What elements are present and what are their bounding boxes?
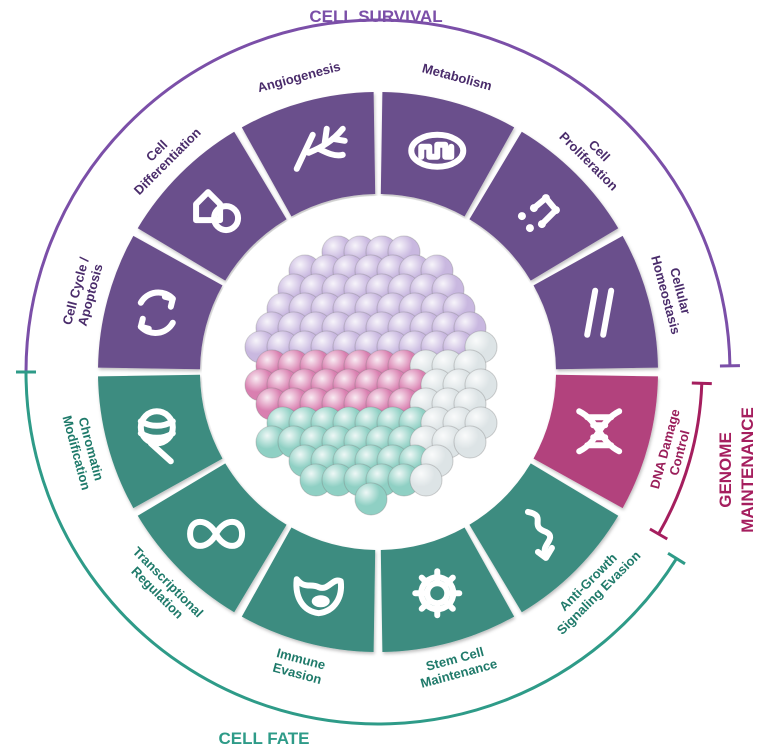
icon-stroke — [321, 125, 330, 146]
icon-stroke — [418, 141, 455, 160]
label-angiogenesis: Angiogenesis — [256, 59, 342, 96]
tumor-cell-highlight — [454, 426, 486, 458]
icon-stroke — [576, 408, 623, 455]
branching-vessel-icon — [293, 125, 348, 172]
tumor-cell-highlight — [388, 464, 420, 496]
segment-label-line: Metabolism — [421, 60, 494, 93]
tumor-cell-highlight — [256, 426, 288, 458]
genome-maintenance-bracket — [657, 383, 704, 535]
icon-stroke — [193, 189, 224, 224]
icon-shape — [424, 580, 451, 607]
segment-angiogenesis — [241, 92, 376, 217]
icon-stroke — [137, 430, 176, 441]
chromatin-icon — [137, 408, 176, 465]
icon-stroke — [147, 440, 174, 465]
icon-shape — [408, 131, 467, 170]
icon-stroke — [584, 414, 615, 449]
genome-title-line2: MAINTENANCE — [738, 407, 757, 533]
tumor-cell-highlight — [300, 464, 332, 496]
icon-shape — [211, 203, 242, 234]
parallel-lines-icon — [584, 287, 615, 338]
icon-stroke — [530, 195, 559, 228]
segment-cell-cycle-apoptosis — [98, 235, 223, 370]
immune-cell-icon — [293, 576, 345, 617]
tumor-cell-highlight — [355, 483, 387, 515]
cycle-arrows-icon — [137, 289, 176, 336]
section-brackets — [16, 18, 740, 726]
label-metabolism: Metabolism — [421, 60, 494, 93]
icon-stroke — [584, 287, 599, 338]
segment-transcriptional-regulation — [137, 463, 287, 613]
infinity-icon — [187, 518, 246, 549]
icon-stroke — [161, 293, 176, 310]
segment-metabolism — [380, 92, 515, 217]
segment-cell-differentiation — [137, 131, 287, 281]
segment-tile — [469, 463, 619, 613]
segment-cell-proliferation — [469, 131, 619, 281]
bracket-tick — [691, 381, 712, 386]
cell-fate-bracket — [24, 371, 678, 726]
icon-shape — [418, 574, 457, 613]
icon-stroke — [600, 287, 615, 338]
segment-tile — [98, 235, 223, 370]
squiggle-arrow-icon — [524, 508, 555, 561]
icon-shape — [525, 224, 534, 233]
shapes-icon — [193, 189, 242, 234]
segment-label-line: Angiogenesis — [256, 59, 342, 96]
mitochondrion-icon — [408, 131, 467, 170]
segment-tile — [241, 527, 376, 652]
genome-title-line1: GENOME — [716, 432, 735, 508]
icon-shape — [137, 408, 176, 447]
cell-fate-title: CELL FATE — [219, 729, 310, 748]
label-cell-cycle-apoptosis: Cell Cycle /Apoptosis — [59, 255, 105, 327]
icon-stroke — [293, 131, 316, 172]
hallmark-segments — [98, 92, 658, 652]
icon-stroke — [137, 315, 152, 332]
icon-stroke — [315, 145, 346, 159]
segment-tile — [533, 374, 658, 509]
segment-cellular-homeostasis — [533, 235, 658, 370]
segment-immune-evasion — [241, 527, 376, 652]
icon-shape — [517, 212, 526, 221]
segment-tile — [137, 131, 287, 281]
icon-stroke — [137, 418, 176, 429]
icon-shape — [311, 595, 330, 608]
segment-tile — [469, 131, 619, 281]
icon-stroke — [187, 518, 246, 549]
segment-stem-cell-maintenance — [380, 527, 515, 652]
icon-stroke — [293, 576, 345, 617]
genome-maintenance-title: GENOME MAINTENANCE — [716, 407, 757, 533]
segment-dna-damage-control — [533, 374, 658, 509]
icon-stroke — [534, 544, 555, 561]
gear-icon — [412, 568, 463, 619]
bracket-tick — [667, 551, 686, 566]
dots-network-icon — [517, 194, 560, 233]
segment-chromatin-modification — [98, 374, 223, 509]
bracket-ticks — [16, 364, 740, 566]
icon-stroke — [329, 135, 348, 144]
dna-helix-icon — [576, 408, 623, 455]
bracket-tick — [649, 527, 669, 541]
segment-anti-growth-signaling-evasion — [469, 463, 619, 613]
tumor-cell-highlight — [410, 464, 442, 496]
icon-stroke — [524, 508, 554, 557]
tumor-cell-cluster — [202, 196, 554, 548]
tumor-cell-highlight — [322, 464, 354, 496]
cell-survival-bracket — [24, 18, 732, 373]
cell-survival-title: CELL SURVIVAL — [309, 7, 442, 26]
